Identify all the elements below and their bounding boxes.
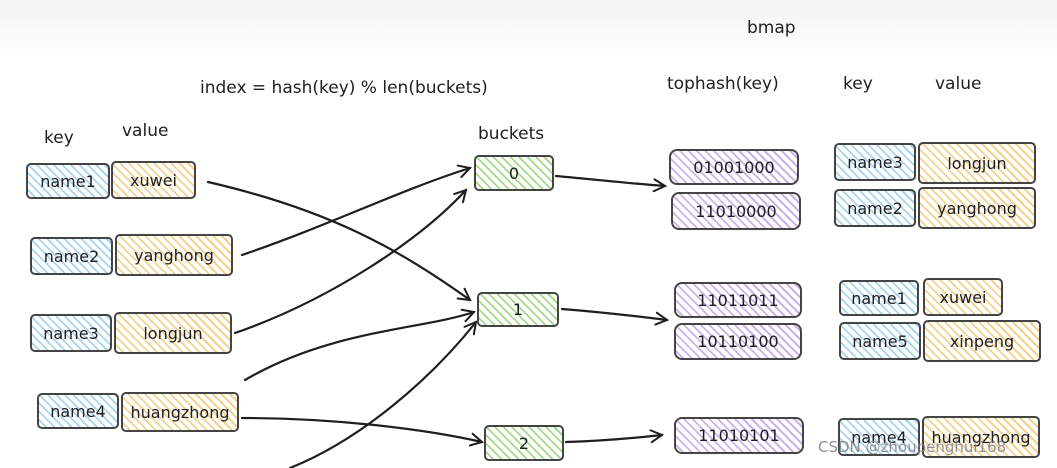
buckets-label: buckets — [478, 124, 545, 144]
bmap-value-xinpeng: xinpeng — [923, 320, 1041, 362]
bmap-value-longjun: longjun — [918, 142, 1036, 184]
tophash-label: tophash(key) — [667, 74, 779, 94]
bmap-value-huangzhong: huangzhong — [922, 416, 1040, 458]
bucket-2: 2 — [484, 425, 564, 461]
arrow-name2-to-bucket0 — [240, 168, 470, 257]
arrow-name3-to-bucket0 — [233, 190, 466, 335]
tophash-01001000: 01001000 — [669, 149, 799, 185]
bmap-key-name1: name1 — [839, 280, 919, 316]
formula-label: index = hash(key) % len(buckets) — [200, 78, 488, 98]
arrow-bottom-to-bucket1 — [288, 322, 476, 468]
bucket-1: 1 — [477, 292, 559, 327]
input-value-huangzhong: huangzhong — [121, 392, 239, 432]
bmap-value-xuwei: xuwei — [923, 278, 1003, 316]
bmap-value-yanghong: yanghong — [918, 187, 1036, 229]
top-band — [0, 0, 1057, 60]
bmap-key-header: key — [843, 74, 873, 94]
bmap-key-name5: name5 — [839, 322, 921, 360]
arrow-name4-to-bucket2 — [240, 416, 482, 442]
input-key-name4: name4 — [37, 393, 119, 429]
input-key-name1: name1 — [26, 163, 110, 199]
input-key-name3: name3 — [30, 314, 112, 352]
bmap-key-name2: name2 — [834, 189, 916, 227]
input-value-longjun: longjun — [114, 312, 232, 354]
watermark: CSDN @zhoupenghui168 — [818, 438, 1007, 456]
tophash-11011011: 11011011 — [674, 282, 802, 318]
arrow-name1-to-bucket1 — [206, 180, 470, 300]
tophash-11010101: 11010101 — [674, 417, 804, 454]
bmap-key-name4: name4 — [838, 418, 920, 456]
bmap-key-name3: name3 — [834, 143, 916, 181]
arrow-bucket1-to-bmap1 — [560, 307, 667, 320]
tophash-11010000: 11010000 — [671, 192, 801, 230]
tophash-10110100: 10110100 — [674, 323, 802, 360]
arrow-bucket0-to-bmap0 — [554, 174, 665, 186]
input-value-yanghong: yanghong — [115, 234, 233, 276]
arrow-bucket2-to-bmap2 — [564, 435, 662, 442]
arrow-name4-to-bucket1 — [243, 312, 474, 382]
input-key-header: key — [44, 128, 74, 148]
bucket-0: 0 — [474, 155, 554, 191]
bmap-label: bmap — [747, 18, 796, 38]
input-key-name2: name2 — [30, 237, 113, 275]
input-value-header: value — [122, 121, 169, 141]
input-value-xuwei: xuwei — [111, 161, 196, 199]
bmap-value-header: value — [935, 74, 982, 94]
